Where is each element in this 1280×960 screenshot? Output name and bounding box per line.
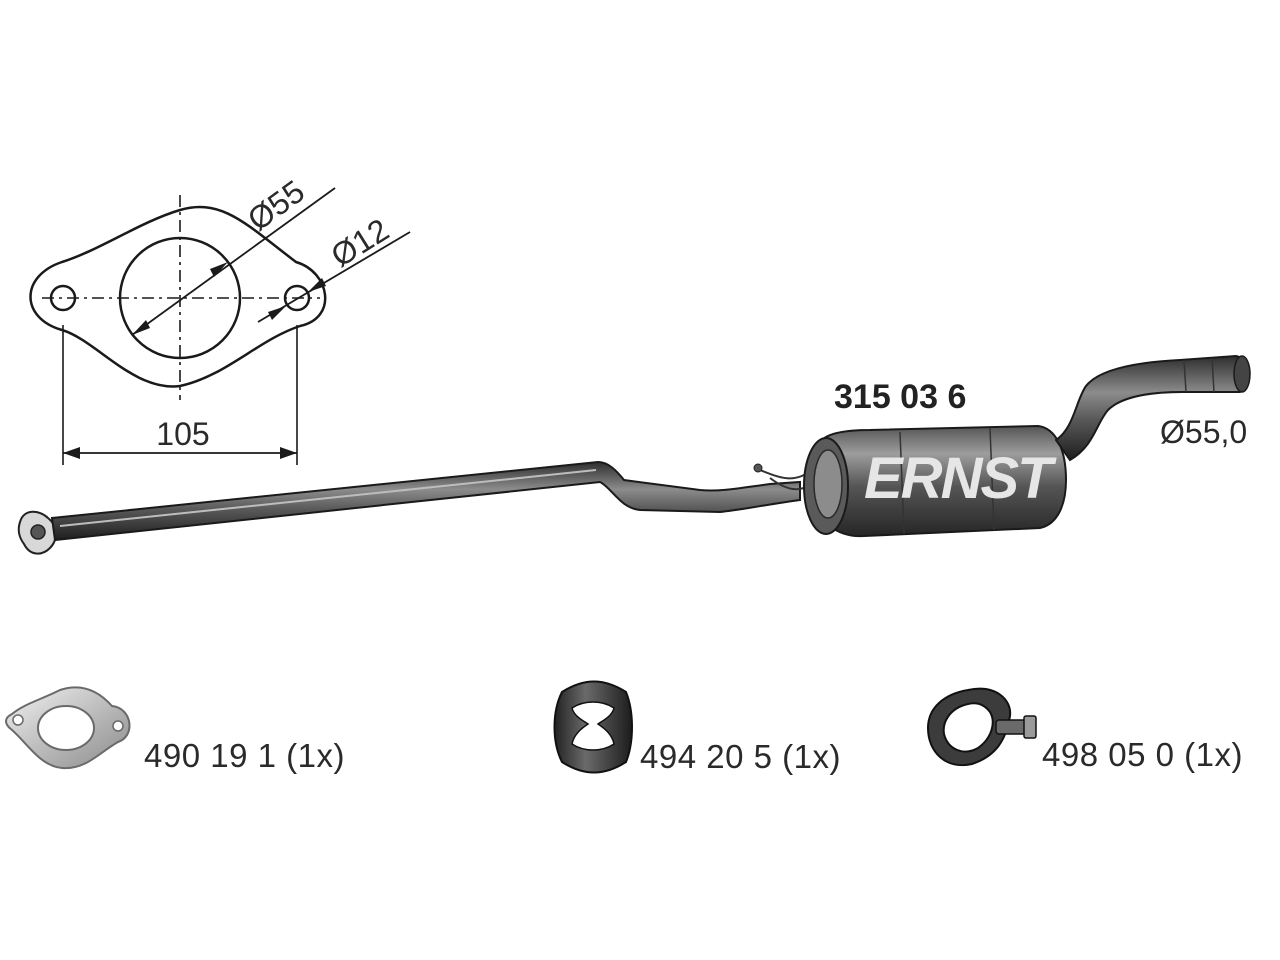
clamp-part-label: 498 05 0 (1x) [1042,736,1243,773]
tail-pipe-seam [1211,357,1215,393]
sensor-tip [753,463,763,473]
pipe-highlight [59,469,597,527]
front-pipe [50,460,801,542]
accessory-clamp [926,687,1037,767]
bolt-hole-dimension-arrow [268,306,286,320]
inlet-flange-bore [30,524,46,540]
spacing-arrow-left [63,447,80,459]
tail-pipe-seam [1183,359,1187,393]
flange-outline [29,205,327,388]
bolt-hole-dimension-arrow [308,278,326,292]
clamp-nut [1023,715,1037,739]
accessory-hanger [553,680,633,774]
muffler-seam [899,431,905,535]
bore-dimension-line [131,187,336,336]
bore-dimension-arrow [210,262,228,277]
gasket-hole [12,714,24,726]
pipe-clamp-icon [926,687,1012,767]
hanger-cutout [571,701,615,751]
outlet-diameter-label: Ø55,0 [1160,414,1247,450]
hole-spacing-label: 105 [156,416,209,452]
exhaust-assembly: ERNST [17,354,1251,555]
gasket-hole [112,720,124,732]
gasket-part-label: 490 19 1 (1x) [144,737,345,774]
spacing-arrow-right [280,447,297,459]
muffler-seam [989,427,995,531]
tail-pipe-outlet [1233,355,1251,393]
muffler-end-cap-inner [813,449,843,519]
gasket-bore [37,705,95,751]
bolt-hole-label: Ø12 [325,211,395,274]
brand-logo: ERNST [864,446,1057,511]
accessory-gasket [5,686,131,770]
hanger-part-label: 494 20 5 (1x) [640,738,841,775]
part-number: 315 03 6 [834,378,966,416]
bore-dimension-arrow [132,320,150,335]
flange-drawing: Ø55 Ø12 105 [29,173,411,465]
